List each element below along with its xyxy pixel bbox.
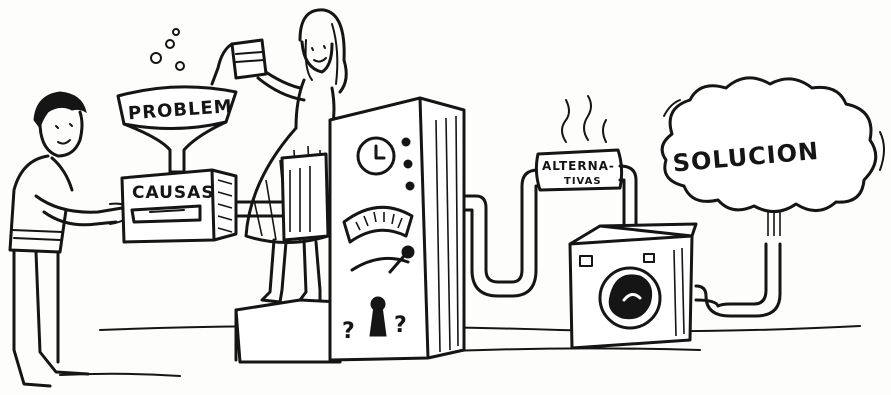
causes-box: CAUSAS — [120, 168, 284, 244]
causes-label: CAUSAS — [132, 183, 215, 203]
alternatives-label-line2: TIVAS — [564, 176, 602, 187]
processing-box — [568, 222, 698, 350]
pipe-to-alternatives — [462, 168, 540, 298]
man-figure — [8, 91, 133, 388]
solution-cloud: SOLUCION — [660, 76, 885, 213]
main-machine: ? ? — [234, 96, 466, 364]
woman-figure — [210, 8, 348, 304]
question-mark-left: ? — [342, 319, 356, 344]
question-mark-right: ? — [394, 313, 408, 338]
problem-funnel: PROBLEM — [116, 28, 238, 174]
alternatives-canister: ALTERNA- TIVAS — [534, 95, 638, 234]
pipe-to-solution — [694, 206, 782, 318]
alternatives-label-line1: ALTERNA- — [542, 159, 615, 173]
